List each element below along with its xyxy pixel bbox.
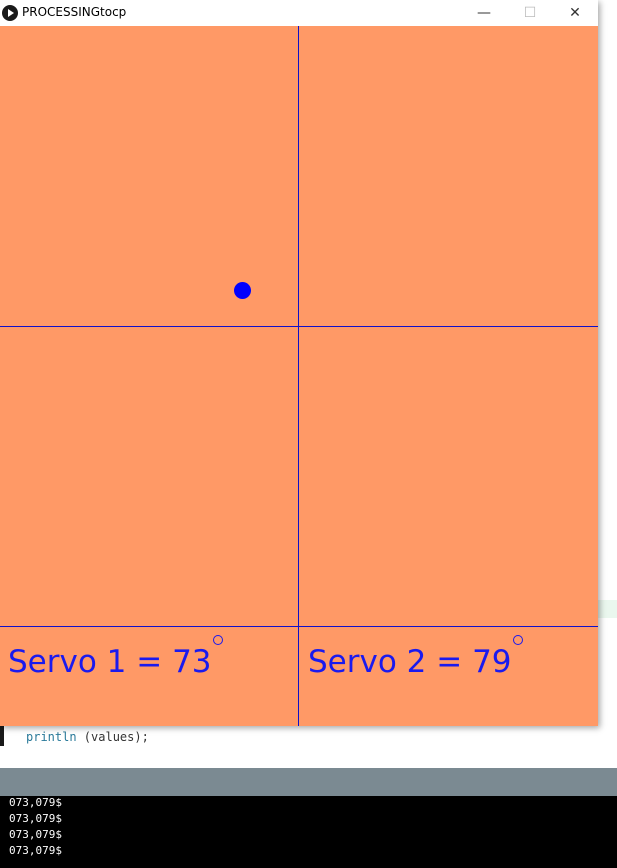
horizontal-divider-bottom [0, 626, 598, 627]
window-titlebar[interactable]: PROCESSINGtocp — ☐ ✕ [0, 0, 598, 27]
ide-gutter-marker [0, 726, 4, 746]
code-args: (values); [76, 730, 149, 744]
minimize-button[interactable]: — [477, 5, 491, 21]
servo2-degree-symbol [513, 635, 523, 645]
maximize-button[interactable]: ☐ [523, 5, 537, 21]
horizontal-divider-middle [0, 326, 598, 327]
ide-code-highlight [598, 600, 617, 618]
close-button[interactable]: ✕ [569, 5, 581, 21]
console-panel: 073,079$ 073,079$ 073,079$ 073,079$ [0, 796, 617, 868]
servo1-label: Servo 1 = 73 [8, 644, 212, 680]
sketch-window: PROCESSINGtocp — ☐ ✕ Servo 1 = 73 Servo … [0, 0, 598, 726]
console-line: 073,079$ [9, 796, 62, 809]
console-line: 073,079$ [9, 844, 62, 857]
ide-footer-bar [0, 768, 617, 796]
sketch-canvas[interactable]: Servo 1 = 73 Servo 2 = 79 [0, 26, 598, 726]
servo2-label: Servo 2 = 79 [308, 644, 512, 680]
window-title: PROCESSINGtocp [22, 5, 127, 19]
code-keyword: println [26, 730, 77, 744]
code-line[interactable]: println (values); [26, 730, 149, 744]
position-dot[interactable] [234, 282, 251, 299]
servo1-degree-symbol [213, 635, 223, 645]
console-line: 073,079$ [9, 812, 62, 825]
vertical-divider [298, 26, 299, 726]
processing-play-icon [2, 5, 18, 21]
console-line: 073,079$ [9, 828, 62, 841]
